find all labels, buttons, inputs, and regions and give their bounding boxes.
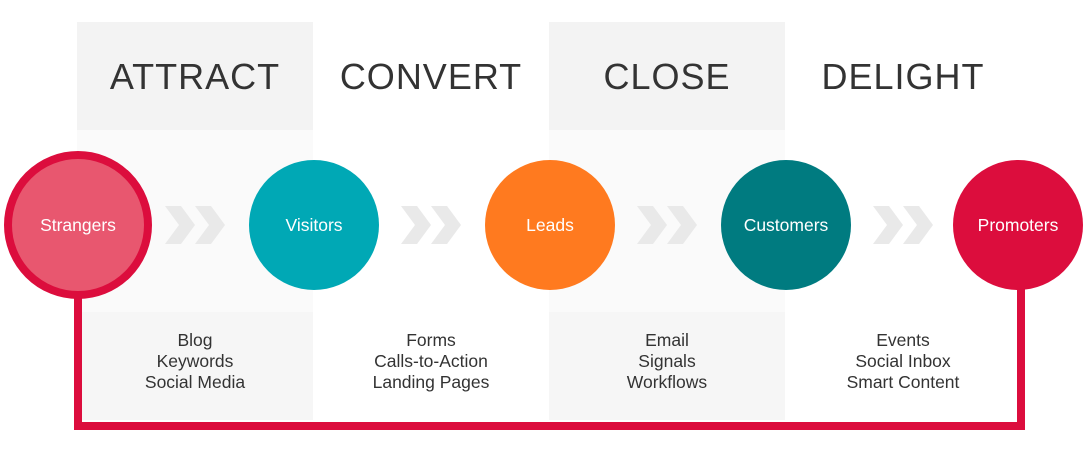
tool-list-convert: Forms Calls-to-Action Landing Pages bbox=[313, 330, 549, 393]
tool-item: Landing Pages bbox=[372, 372, 490, 392]
tool-item: Events bbox=[876, 330, 930, 350]
chevron-right-icon bbox=[401, 206, 461, 244]
stage-label: Leads bbox=[526, 214, 574, 235]
tool-list-attract: Blog Keywords Social Media bbox=[77, 330, 313, 393]
stage-strangers: Strangers bbox=[4, 151, 152, 299]
stage-label: Strangers bbox=[40, 214, 116, 235]
tool-list-delight: Events Social Inbox Smart Content bbox=[785, 330, 1021, 393]
chevron-right-icon bbox=[873, 206, 933, 244]
tool-item: Forms bbox=[406, 330, 456, 350]
tool-list-close: Email Signals Workflows bbox=[549, 330, 785, 393]
tool-item: Calls-to-Action bbox=[374, 351, 488, 371]
stage-leads: Leads bbox=[485, 160, 615, 290]
tool-item: Smart Content bbox=[846, 372, 960, 392]
tool-item: Social Media bbox=[144, 372, 246, 392]
phase-title-attract: ATTRACT bbox=[109, 56, 281, 97]
phase-title-delight: DELIGHT bbox=[821, 56, 985, 97]
stage-promoters: Promoters bbox=[953, 160, 1083, 290]
tool-item: Workflows bbox=[626, 372, 708, 392]
tool-item: Signals bbox=[638, 351, 696, 371]
tool-item: Keywords bbox=[156, 351, 234, 371]
tool-item: Email bbox=[645, 330, 689, 350]
stage-visitors: Visitors bbox=[249, 160, 379, 290]
tool-item: Social Inbox bbox=[855, 351, 951, 371]
chevron-right-icon bbox=[637, 206, 697, 244]
chevron-right-icon bbox=[165, 206, 225, 244]
stage-label: Customers bbox=[743, 214, 829, 235]
stage-customers: Customers bbox=[721, 160, 851, 290]
phase-title-convert: CONVERT bbox=[339, 56, 523, 97]
stage-label: Visitors bbox=[285, 214, 343, 235]
stage-label: Promoters bbox=[977, 214, 1059, 235]
tool-item: Blog bbox=[177, 330, 213, 350]
phase-title-close: CLOSE bbox=[603, 56, 731, 97]
